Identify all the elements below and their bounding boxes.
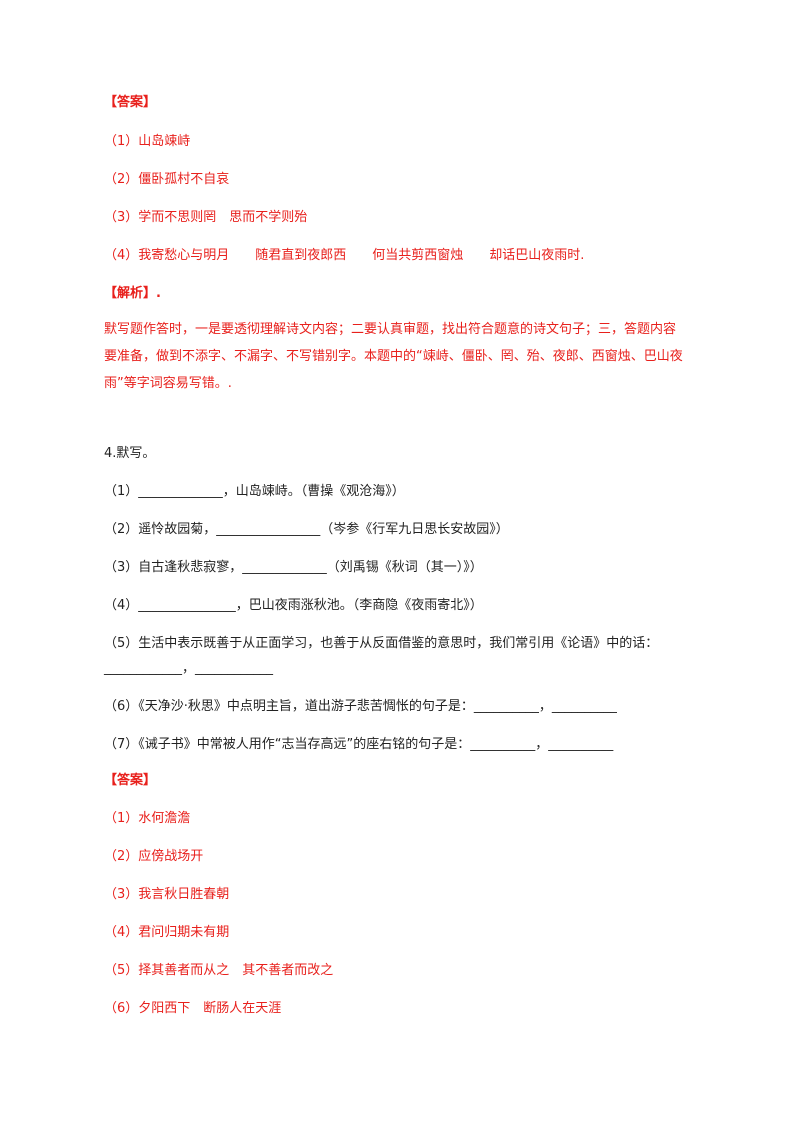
answer-item-2-1: （1）水何澹澹 (104, 811, 191, 826)
analysis-line-3: 雨”等字词容易写错。. (104, 376, 232, 391)
answer-item-2-5: （5）择其善者而从之 其不善者而改之 (104, 963, 334, 978)
question-4-item-1: （1）_____________，山岛竦峙。（曹操《观沧海》） (104, 484, 405, 499)
question-4-item-2: （2）遥怜故园菊，________________（岑参《行军九日思长安故园》） (104, 522, 509, 537)
answer-item-1-2: （2）僵卧孤村不自哀 (104, 172, 230, 187)
answer-item-1-1: （1）山岛竦峙 (104, 134, 191, 149)
question-4-item-5-blanks: ____________，____________ (104, 661, 274, 676)
analysis-line-1: 默写题作答时，一是要透彻理解诗文内容；二要认真审题，找出符合题意的诗文句子；三，… (104, 322, 677, 337)
answer-item-1-3: （3）学而不思则罔 思而不学则殆 (104, 210, 308, 225)
answer-heading-1: 【答案】 (104, 95, 157, 110)
answer-item-2-6: （6）夕阳西下 断肠人在天涯 (104, 1001, 282, 1016)
answer-item-2-3: （3）我言秋日胜春朝 (104, 887, 230, 902)
analysis-line-2: 要准备，做到不添字、不漏字、不写错别字。本题中的“竦峙、僵卧、罔、殆、夜郎、西窗… (104, 349, 683, 364)
question-4-item-6: （6）《天净沙·秋思》中点明主旨，道出游子悲苦惆怅的句子是：__________… (104, 699, 617, 714)
answer-item-2-4: （4）君问归期未有期 (104, 925, 230, 940)
question-4-item-3: （3）自古逢秋悲寂寥，_____________（刘禹锡《秋词（其一）》） (104, 560, 483, 575)
answer-item-2-2: （2）应傍战场开 (104, 849, 204, 864)
question-4-item-5: （5）生活中表示既善于从正面学习，也善于从反面借鉴的意思时，我们常引用《论语》中… (104, 636, 659, 651)
analysis-heading: 【解析】. (104, 286, 161, 301)
question-4-item-7: （7）《诫子书》中常被人用作“志当存高远”的座右铭的句子是：__________… (104, 737, 614, 752)
answer-item-1-4: （4）我寄愁心与明月 随君直到夜郎西 何当共剪西窗烛 却话巴山夜雨时. (104, 248, 585, 263)
answer-heading-2: 【答案】 (104, 773, 157, 788)
question-4-title: 4.默写。 (104, 446, 156, 461)
question-4-item-4: （4）_______________，巴山夜雨涨秋池。（李商隐《夜雨寄北》） (104, 598, 483, 613)
